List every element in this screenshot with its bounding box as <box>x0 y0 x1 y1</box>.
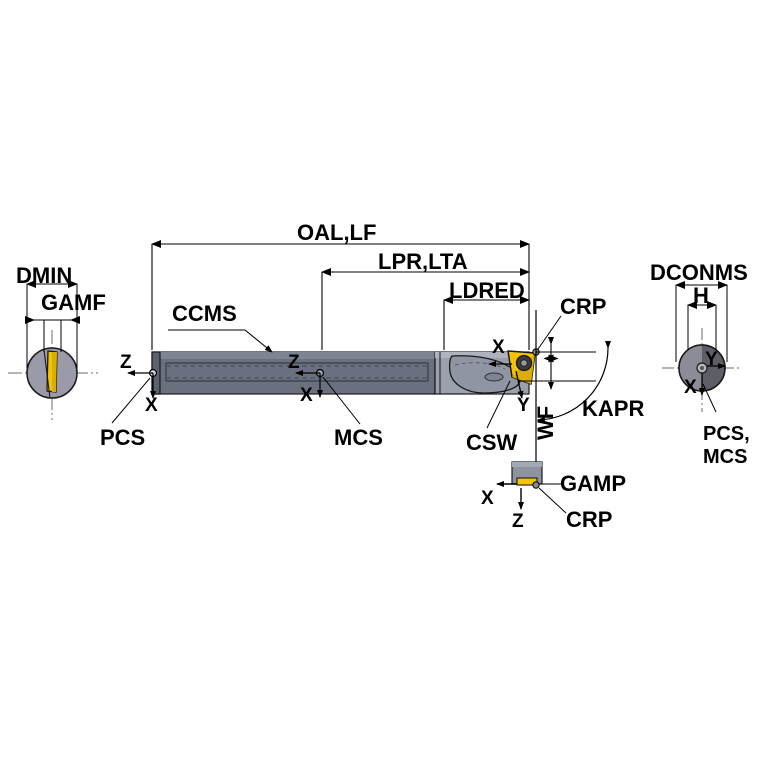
crp-top-leader-line <box>532 315 562 356</box>
dimension-label-oal-lf: OAL,LF <box>297 220 377 245</box>
callout-label-ccms: CCMS <box>172 301 237 326</box>
kapr-angle-arc <box>535 310 612 470</box>
callout-label-pcs-mcs-line2: MCS <box>703 446 748 468</box>
callout-label-gamp: GAMP <box>560 471 626 496</box>
boring-bar-body <box>151 351 530 395</box>
callout-label-pcs-mcs-line1: PCS, <box>703 423 750 445</box>
axis-label-pcs-x: X <box>145 395 158 416</box>
callout-label-csw: CSW <box>466 430 518 455</box>
callout-label-mcs: MCS <box>334 425 383 450</box>
head-axis-markers <box>488 361 524 399</box>
dimension-label-kapr: KAPR <box>582 396 645 421</box>
dimension-label-h: H <box>693 283 709 308</box>
csw-leader-line <box>486 380 511 429</box>
axis-label-mcs-z: Z <box>288 352 300 373</box>
mcs-origin-marker <box>295 368 361 425</box>
dimension-lines-top <box>151 240 530 350</box>
axis-label-pcs-z: Z <box>120 352 132 373</box>
dmin-detail-view <box>8 280 98 420</box>
callout-label-crp-top: CRP <box>560 294 607 319</box>
dimension-label-wf: WF <box>533 405 558 440</box>
dimension-label-gamf: GAMF <box>41 290 106 315</box>
dimension-label-lpr-lta: LPR,LTA <box>378 249 468 274</box>
axis-label-head-x: X <box>492 337 505 358</box>
callout-label-crp-bottom: CRP <box>566 507 613 532</box>
dconms-end-view <box>662 281 742 413</box>
pcs-origin-marker <box>111 368 158 424</box>
dimension-label-dconms: DCONMS <box>650 260 748 285</box>
axis-label-detail-x: X <box>481 488 494 509</box>
axis-label-detail-z: Z <box>512 511 524 532</box>
axis-label-end-view-x: X <box>684 377 697 398</box>
callout-label-pcs: PCS <box>100 425 146 450</box>
axis-label-mcs-x: X <box>300 385 313 406</box>
ccms-leader-line <box>168 329 273 353</box>
axis-label-end-view-y: Y <box>705 349 718 370</box>
insert-side-view-detail <box>496 461 567 514</box>
axis-label-head-y: Y <box>517 395 530 416</box>
dimension-label-dmin: DMIN <box>16 263 73 288</box>
dimension-label-ldred: LDRED <box>449 278 525 303</box>
